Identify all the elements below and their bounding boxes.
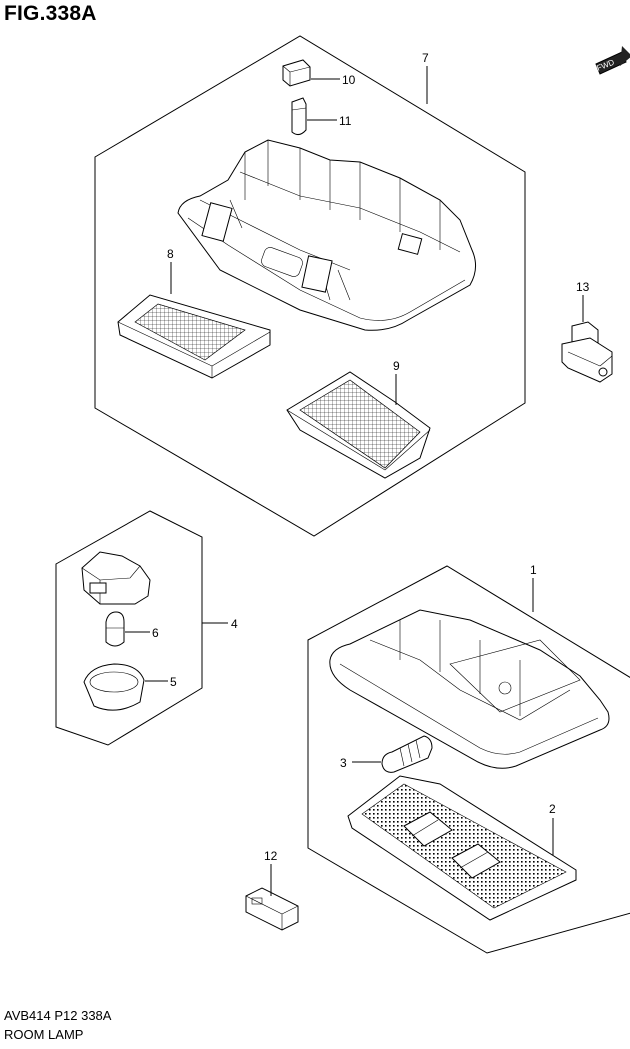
- part-8-lens: [117, 294, 271, 379]
- group-1-outline: [307, 565, 630, 954]
- callout-6: 6: [152, 626, 159, 640]
- part-1-lamp-assembly: [329, 609, 610, 769]
- footer-figure-code: AVB414 P12 338A: [4, 1008, 112, 1023]
- part-4-socket: [81, 551, 151, 605]
- callout-5: 5: [170, 675, 177, 689]
- callout-12: 12: [264, 849, 278, 863]
- callout-8: 8: [167, 247, 174, 261]
- part-3-bulb: [381, 735, 433, 773]
- fwd-direction-badge: FWD: [595, 46, 630, 75]
- part-11-bulb: [291, 97, 307, 136]
- part-9-lens: [286, 371, 431, 479]
- callout-3: 3: [340, 756, 347, 770]
- callout-9: 9: [393, 359, 400, 373]
- footer-figure-name: ROOM LAMP: [4, 1027, 84, 1042]
- part-7-housing: [177, 139, 476, 331]
- callout-7: 7: [422, 51, 429, 65]
- group-4-outline: [55, 510, 203, 746]
- part-13-connector: [561, 321, 613, 383]
- callout-1: 1: [530, 563, 537, 577]
- part-12-connector: [245, 887, 299, 931]
- callout-13: 13: [576, 280, 590, 294]
- callout-4: 4: [231, 617, 238, 631]
- callout-2: 2: [549, 802, 556, 816]
- callout-11: 11: [339, 114, 352, 128]
- callout-10: 10: [342, 73, 356, 87]
- figure-title: FIG.338A: [4, 2, 97, 25]
- group-7-outline: [94, 35, 526, 537]
- part-6-bulb: [105, 611, 125, 647]
- part-10-knob: [282, 59, 311, 87]
- part-2-lens: [347, 775, 577, 921]
- part-5-cap: [83, 663, 145, 711]
